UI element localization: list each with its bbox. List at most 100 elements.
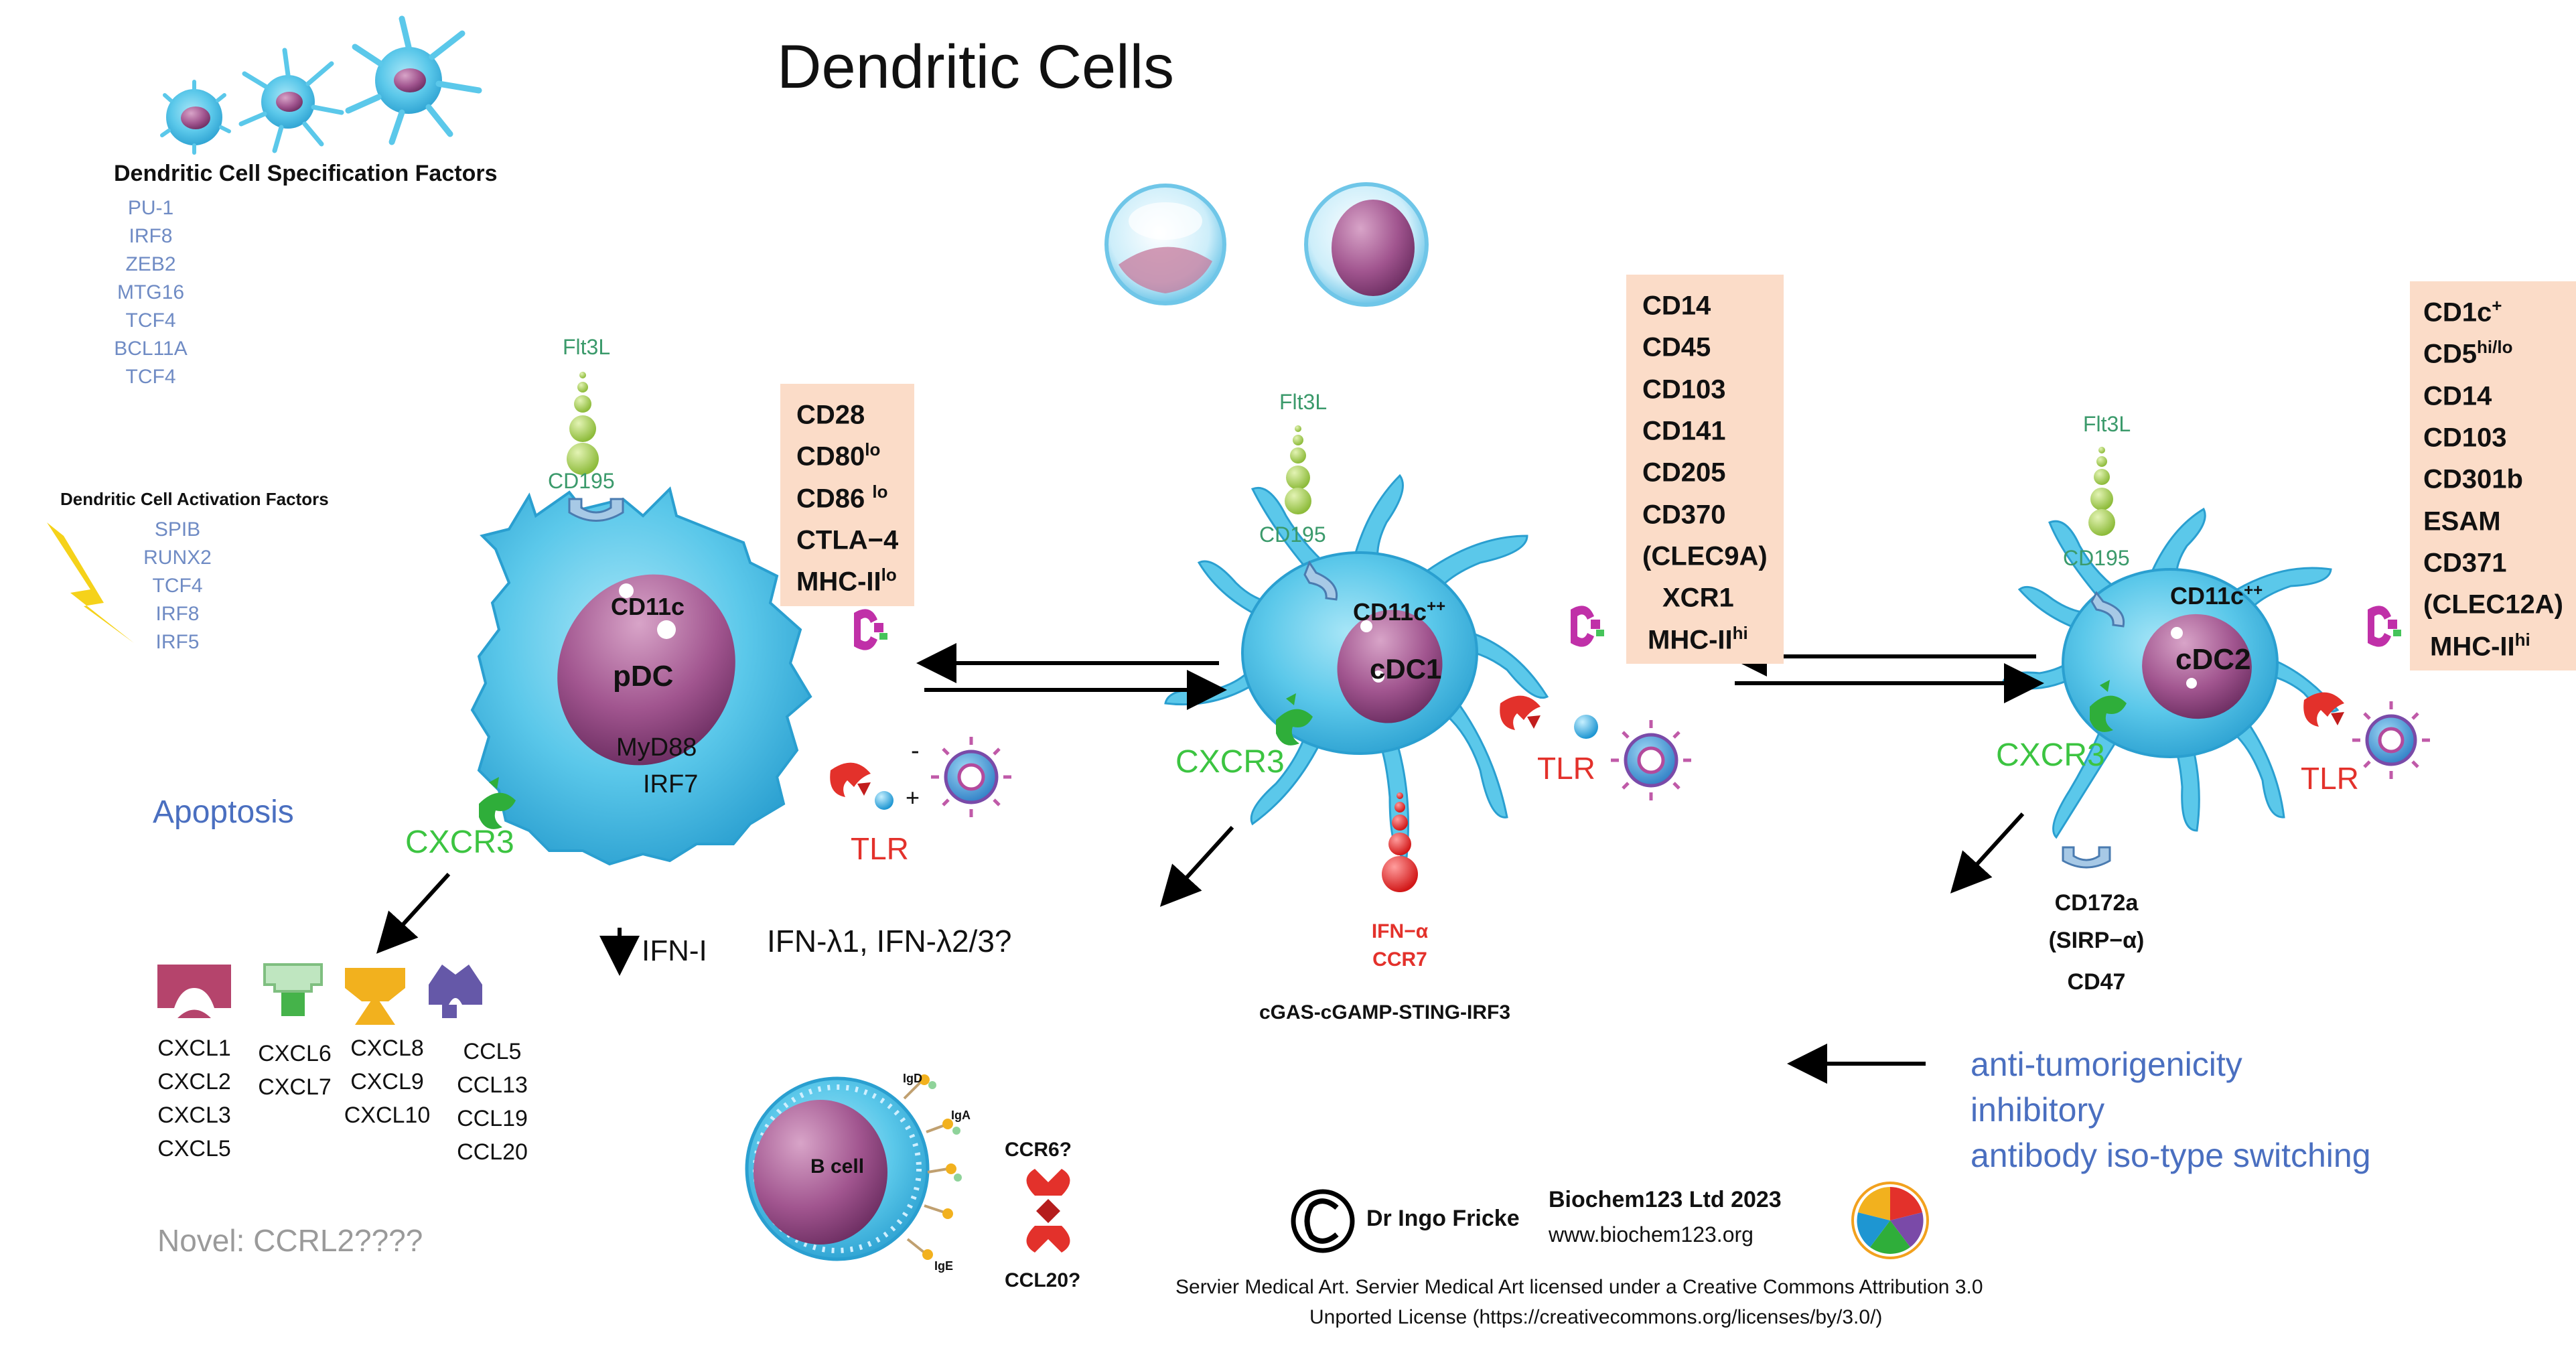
chemokine-group-4: CCL5 CCL13 CCL19 CCL20 <box>442 1035 543 1169</box>
list-item: CCL19 <box>457 1106 528 1131</box>
pdc-marker: CTLA−4 <box>796 525 899 555</box>
chemokine-group-2: CXCL6 CXCL7 <box>244 1037 345 1104</box>
pdc-flt3l-ligand-icon <box>567 372 599 475</box>
chemokine-group-3: CXCL8 CXCL9 CXCL10 <box>334 1032 441 1132</box>
cdc1-down-arrow <box>1159 825 1234 907</box>
license-line-2: Unported License (https://creativecommon… <box>1309 1306 1883 1328</box>
activation-list: SPIB RUNX2 TCF4 IRF8 IRF5 <box>111 516 244 656</box>
cdc1-marker: CD103 <box>1642 374 1726 404</box>
cdc1-marker: CD370 <box>1642 499 1726 529</box>
pdc-marker: CD86 lo <box>796 481 888 513</box>
pdc-magenta-receptor-icon <box>854 609 887 650</box>
cdc2-marker: CD371 <box>2423 548 2507 578</box>
activation-heading: Dendritic Cell Activation Factors <box>60 489 329 509</box>
biochem123-logo <box>1851 1182 1929 1259</box>
list-item: CXCL5 <box>157 1136 231 1161</box>
ifn-i-label: IFN-I <box>642 934 707 967</box>
cdc2-marker: CD103 <box>2423 423 2507 453</box>
cdc2-marker: CD14 <box>2423 380 2492 411</box>
pdc-to-chemokines-arrow <box>376 872 451 954</box>
chemokine-receptor-icon-1 <box>157 965 231 1018</box>
specification-heading: Dendritic Cell Specification Factors <box>114 161 498 186</box>
pdc-minus-label: - <box>911 737 920 765</box>
cdc2-cd195-receptor-icon <box>2090 591 2125 628</box>
b-cell <box>745 1074 962 1261</box>
cdc1-virus-icon <box>1611 720 1691 800</box>
list-item: ZEB2 <box>125 253 176 275</box>
ifn-lambda-label: IFN-λ1, IFN-λ2/3? <box>767 924 1012 959</box>
bcell-ige-label: IgE <box>934 1259 954 1273</box>
cdc1-marker: (CLEC9A) <box>1642 541 1768 571</box>
cdc1-ccr7-label: CCR7 <box>1372 948 1427 971</box>
chemokine-receptor-icon-2 <box>263 963 323 1016</box>
cdc1-cell <box>1164 474 1549 859</box>
cdc1-marker: CD14 <box>1642 291 1711 321</box>
list-item: RUNX2 <box>143 547 212 569</box>
list-item: BCL11A <box>114 338 188 360</box>
cdc2-cell <box>2001 507 2340 839</box>
list-item: IRF8 <box>155 603 200 625</box>
list-item: CXCL3 <box>157 1103 231 1128</box>
cdc1-marker: CD205 <box>1642 457 1726 488</box>
list-item: MTG16 <box>117 281 185 303</box>
cdc2-cd47-label: CD47 <box>2067 969 2126 995</box>
bcell-ccl20-label: CCL20? <box>1005 1269 1081 1291</box>
pdc-name-label: pDC <box>613 660 674 693</box>
cdc1-cd11c-label: CD11c++ <box>1353 597 1445 626</box>
list-item: SPIB <box>154 518 201 541</box>
pdc-cxcr3-receptor-icon <box>479 777 516 829</box>
list-item: CXCL9 <box>350 1069 424 1094</box>
credit-author: Dr Ingo Fricke <box>1366 1206 1520 1231</box>
cdc2-marker: ESAM <box>2423 506 2501 536</box>
cdc2-tlr-label: TLR <box>2301 761 2359 796</box>
pdc-flt3l-label: Flt3L <box>563 335 611 359</box>
cdc2-flt3l-label: Flt3L <box>2083 412 2131 436</box>
cdc2-marker: CD5hi/lo <box>2423 337 2513 369</box>
apoptosis-label: Apoptosis <box>153 794 294 830</box>
pdc-marker: MHC-IIlo <box>796 565 897 597</box>
cdc1-name-label: cDC1 <box>1370 653 1442 685</box>
cdc2-cd11c-text: CD11c <box>2170 582 2244 610</box>
cdc1-cxcr3-label: CXCR3 <box>1175 744 1285 780</box>
chemokine-receptor-icon-4 <box>429 965 482 1018</box>
list-item: CCL20 <box>457 1139 528 1165</box>
list-item: CXCL2 <box>157 1069 231 1094</box>
list-item: TCF4 <box>125 366 176 388</box>
cdc1-marker: MHC-IIhi <box>1648 622 1748 654</box>
list-item: CXCL7 <box>258 1074 332 1100</box>
pdc-myd88-label: MyD88 <box>616 733 697 762</box>
credit-company: Biochem123 Ltd 2023 <box>1549 1187 1782 1212</box>
cdc1-magenta-receptor-icon <box>1571 606 1604 647</box>
nucleated-vesicle-icon <box>1304 182 1429 307</box>
copyright-icon <box>1291 1189 1355 1253</box>
cdc2-cd11c-sup: ++ <box>2244 581 2263 599</box>
credit-website: www.biochem123.org <box>1549 1222 1754 1247</box>
license-line-1: Servier Medical Art. Servier Medical Art… <box>1175 1276 1983 1298</box>
cdc2-flt3l-ligand-icon <box>2088 447 2115 536</box>
page-title: Dendritic Cells <box>777 33 1175 101</box>
list-item: TCF4 <box>152 575 203 597</box>
cdc2-marker-box: CD1c+ CD5hi/lo CD14 CD103 CD301b ESAM CD… <box>2410 281 2576 670</box>
pdc-tlr-receptor-icon <box>830 762 871 797</box>
pdc-cxcr3-label: CXCR3 <box>405 825 514 860</box>
pdc-irf7-label: IRF7 <box>643 770 699 798</box>
cdc2-marker: CD1c+ <box>2423 295 2502 328</box>
cdc1-tlr-receptor-icon <box>1500 695 1541 730</box>
cdc2-cd172a-receptor-icon <box>2062 846 2111 869</box>
cdc2-magenta-receptor-icon <box>2368 606 2401 647</box>
list-item: CCL13 <box>457 1072 528 1098</box>
pdc-cd195-label: CD195 <box>548 469 615 493</box>
cdc1-cxcr3-receptor-icon <box>1276 693 1313 746</box>
cdc1-cd195-receptor-icon <box>1303 560 1338 601</box>
list-item: IRF5 <box>155 631 200 653</box>
pdc-virus-icon <box>931 737 1011 817</box>
cdc2-cxcr3-receptor-icon <box>2090 680 2127 732</box>
cdc1-marker-box: CD14 CD45 CD103 CD141 CD205 CD370 (CLEC9… <box>1626 275 1784 664</box>
cdc1-tlr-label: TLR <box>1537 751 1595 786</box>
cdc1-marker: CD45 <box>1642 332 1711 362</box>
small-cell-icon-1 <box>160 80 231 155</box>
function-inhibitory: inhibitory <box>1971 1091 2105 1129</box>
cdc2-cd11c-label: CD11c++ <box>2170 581 2263 610</box>
cdc1-cd11c-text: CD11c <box>1353 598 1427 626</box>
